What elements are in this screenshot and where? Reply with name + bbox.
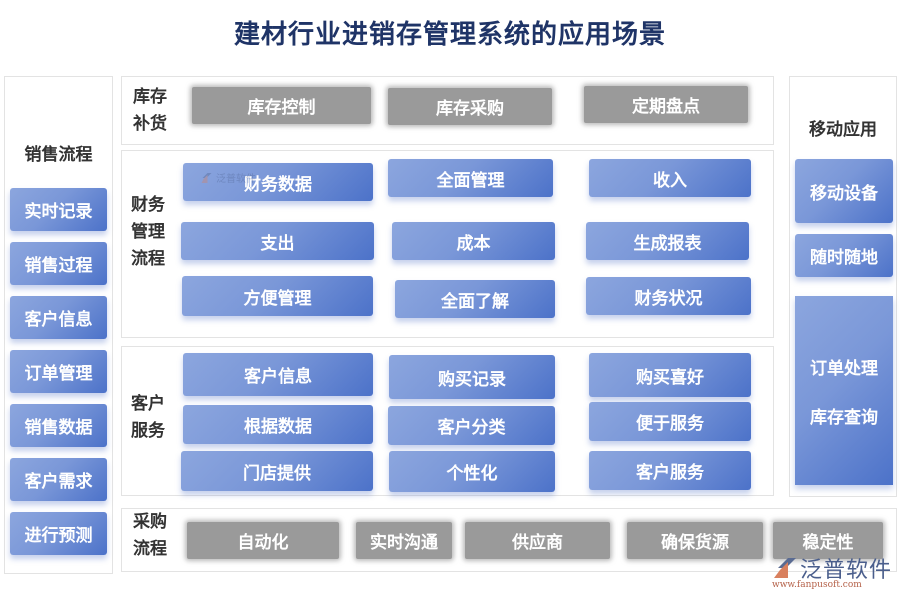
- purchase-section-label: 采购 流程: [133, 512, 167, 559]
- customer-service-button[interactable]: 客户服务: [589, 451, 751, 490]
- order-inventory-query-button[interactable]: 订单处理 库存查询: [795, 296, 893, 485]
- anytime-anywhere-button[interactable]: 随时随地: [795, 234, 893, 277]
- sales-item-realtime-record[interactable]: 实时记录: [10, 188, 107, 231]
- personalization-button[interactable]: 个性化: [389, 451, 555, 492]
- sales-item-customer-info[interactable]: 客户信息: [10, 296, 107, 339]
- sales-item-forecast[interactable]: 进行预测: [10, 512, 107, 555]
- sales-process-label: 销售流程: [24, 145, 93, 165]
- inventory-query-label: 库存查询: [810, 407, 878, 428]
- stability-button[interactable]: 稳定性: [773, 522, 883, 559]
- sales-item-customer-demand[interactable]: 客户需求: [10, 458, 107, 501]
- inventory-purchase-button[interactable]: 库存采购: [388, 88, 552, 125]
- sales-item-order-management[interactable]: 订单管理: [10, 350, 107, 393]
- customer-section-label: 客户 服务: [131, 394, 165, 441]
- generate-report-button[interactable]: 生成报表: [586, 222, 749, 260]
- mobile-app-label: 移动应用: [809, 120, 877, 140]
- convenient-service-button[interactable]: 便于服务: [589, 402, 751, 441]
- finance-data-button[interactable]: 财务数据: [183, 163, 373, 201]
- brand-name: 泛普软件: [800, 558, 893, 583]
- expense-button[interactable]: 支出: [181, 222, 374, 260]
- periodic-stocktake-button[interactable]: 定期盘点: [584, 86, 748, 123]
- purchase-record-button[interactable]: 购买记录: [389, 355, 555, 399]
- ensure-supply-button[interactable]: 确保货源: [627, 522, 763, 559]
- automation-button[interactable]: 自动化: [187, 522, 339, 559]
- sales-item-sales-process[interactable]: 销售过程: [10, 242, 107, 285]
- order-processing-label: 订单处理: [810, 358, 878, 379]
- cost-button[interactable]: 成本: [392, 222, 555, 260]
- customer-classification-button[interactable]: 客户分类: [388, 406, 555, 445]
- brand-logo: 泛普软件 www.fanpusoft.com: [768, 552, 896, 596]
- page-title: 建材行业进销存管理系统的应用场景: [233, 20, 666, 50]
- sales-item-sales-data[interactable]: 销售数据: [10, 404, 107, 447]
- finance-section-label: 财务 管理 流程: [131, 195, 165, 269]
- easy-management-button[interactable]: 方便管理: [182, 276, 373, 316]
- comprehensive-management-button[interactable]: 全面管理: [388, 159, 553, 197]
- purchase-preference-button[interactable]: 购买喜好: [589, 353, 751, 397]
- brand-logo-icon: [774, 558, 796, 578]
- mobile-device-button[interactable]: 移动设备: [795, 159, 893, 223]
- store-provided-button[interactable]: 门店提供: [181, 451, 373, 491]
- inventory-section-label: 库存 补货: [133, 87, 167, 134]
- supplier-button[interactable]: 供应商: [465, 522, 610, 559]
- realtime-communication-button[interactable]: 实时沟通: [356, 522, 452, 559]
- watermark-logo-icon: 泛普软件: [200, 170, 256, 185]
- customer-info-button[interactable]: 客户信息: [183, 353, 373, 396]
- financial-status-button[interactable]: 财务状况: [586, 277, 751, 315]
- brand-url: www.fanpusoft.com: [772, 580, 862, 590]
- based-on-data-button[interactable]: 根据数据: [183, 405, 373, 444]
- inventory-control-button[interactable]: 库存控制: [192, 87, 371, 124]
- income-button[interactable]: 收入: [589, 159, 751, 197]
- full-understanding-button[interactable]: 全面了解: [395, 280, 555, 318]
